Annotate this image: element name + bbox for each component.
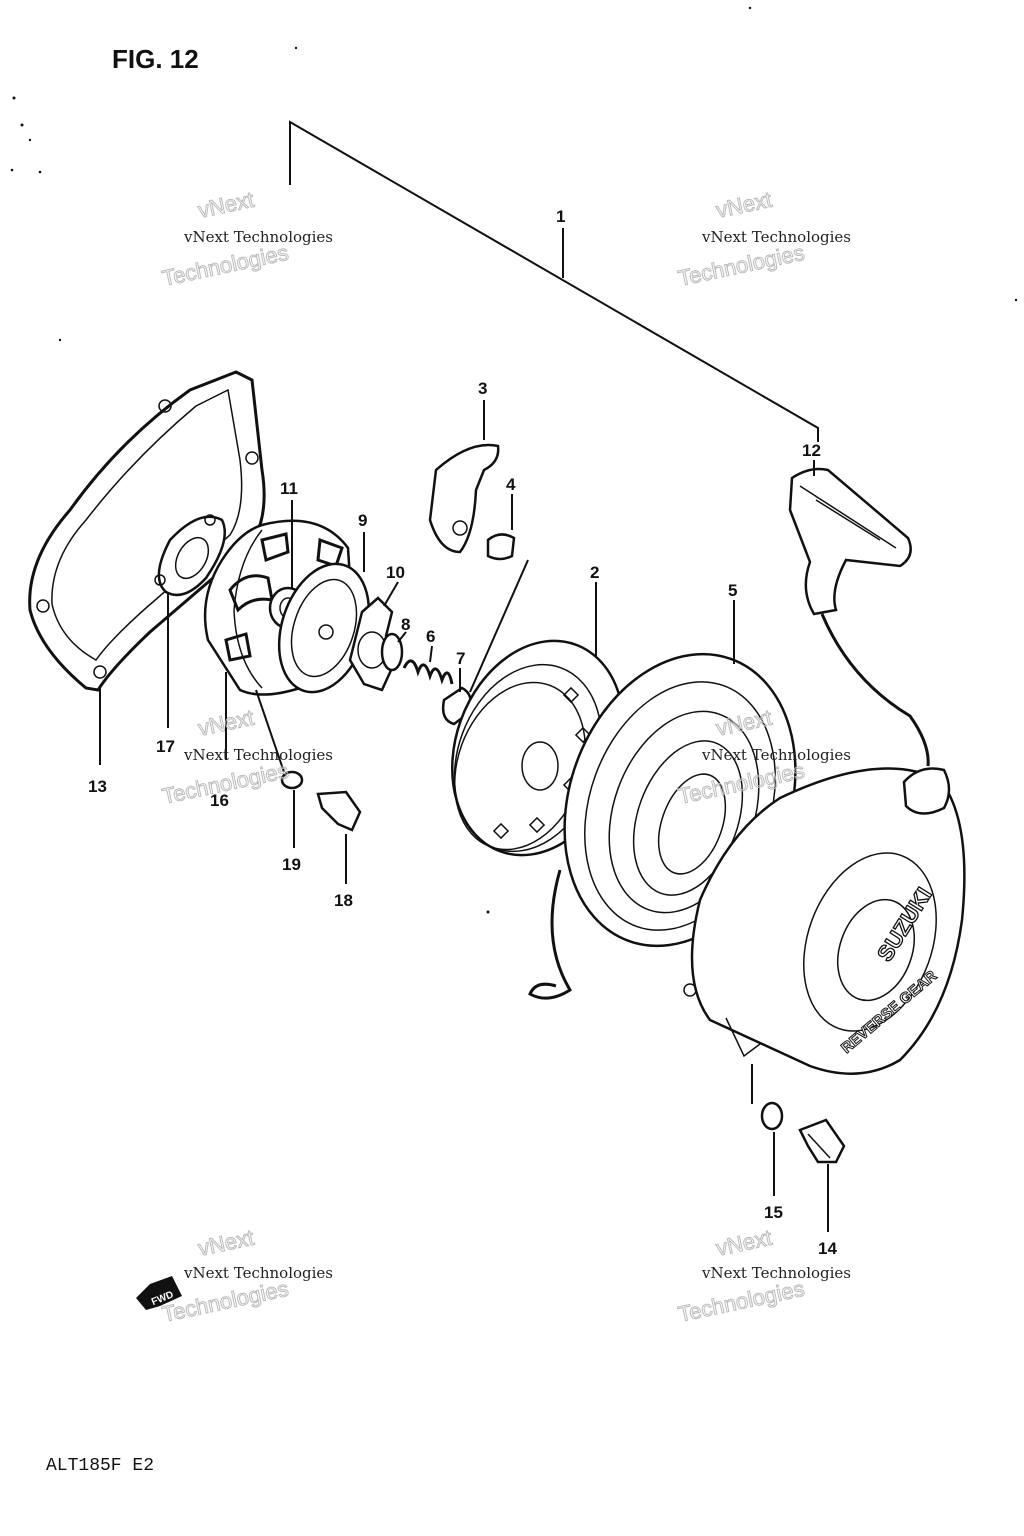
- part-label-3: 3: [478, 379, 487, 398]
- svg-text:vNext Technologies: vNext Technologies: [183, 746, 333, 764]
- scan-speckles: [10, 6, 1018, 914]
- part-label-13: 13: [88, 777, 107, 796]
- part-label-16: 16: [210, 791, 229, 810]
- watermark-mid-left: vNext vNext Technologies Technologies: [159, 704, 333, 809]
- svg-text:vNext: vNext: [714, 187, 774, 223]
- part-label-8: 8: [401, 615, 410, 634]
- part-label-14: 14: [818, 1239, 837, 1258]
- svg-text:Technologies: Technologies: [160, 240, 291, 291]
- svg-text:vNext: vNext: [196, 187, 256, 223]
- part-label-4: 4: [506, 475, 516, 494]
- starter-handle: [788, 460, 930, 767]
- figure-title: FIG. 12: [112, 44, 199, 74]
- seal-ring: [154, 514, 226, 728]
- watermark-bottom-left: vNext vNext Technologies Technologies: [159, 1224, 333, 1327]
- ratchet-pawl: [428, 400, 500, 554]
- part-label-6: 6: [426, 627, 435, 646]
- washer: [380, 631, 407, 672]
- svg-text:vNext Technologies: vNext Technologies: [701, 746, 851, 764]
- coil-spring: [402, 645, 454, 685]
- part-label-18: 18: [334, 891, 353, 910]
- part-label-2: 2: [590, 563, 599, 582]
- part-label-1: 1: [556, 207, 565, 226]
- part-label-11: 11: [280, 479, 298, 498]
- drum-bolt: [316, 790, 362, 884]
- svg-text:vNext: vNext: [714, 1225, 774, 1261]
- svg-text:vNext Technologies: vNext Technologies: [701, 1264, 851, 1282]
- part-label-12: 12: [802, 441, 821, 460]
- svg-text:Technologies: Technologies: [160, 1276, 291, 1327]
- svg-text:Technologies: Technologies: [676, 1276, 807, 1327]
- svg-text:vNext Technologies: vNext Technologies: [183, 1264, 333, 1282]
- svg-text:Technologies: Technologies: [676, 240, 807, 291]
- case-washer: [751, 1064, 784, 1196]
- svg-text:vNext: vNext: [196, 1225, 256, 1261]
- drum-washer: [255, 689, 304, 848]
- part-label-7: 7: [456, 649, 465, 668]
- part-label-19: 19: [282, 855, 301, 874]
- assembly-bracket: [289, 120, 819, 442]
- part-label-17: 17: [156, 737, 175, 756]
- part-label-5: 5: [728, 581, 737, 600]
- footer-code: ALT185F E2: [46, 1456, 154, 1476]
- part-label-9: 9: [358, 511, 367, 530]
- watermark-top-left: vNext vNext Technologies Technologies: [159, 186, 333, 291]
- part-label-15: 15: [764, 1203, 783, 1222]
- svg-text:vNext Technologies: vNext Technologies: [183, 228, 333, 246]
- part-labels: 1 2 3 4 5 6 7 8 9 10 11 12 13 14 15 16 1…: [88, 207, 837, 1258]
- svg-text:vNext Technologies: vNext Technologies: [701, 228, 851, 246]
- watermark-top-right: vNext vNext Technologies Technologies: [675, 186, 851, 291]
- starter-case: SUZUKI REVERSE GEAR: [683, 767, 966, 1075]
- part-label-10: 10: [386, 563, 405, 582]
- pawl-pin: [469, 494, 529, 693]
- svg-text:vNext: vNext: [196, 705, 256, 741]
- case-bolt: [798, 1118, 846, 1232]
